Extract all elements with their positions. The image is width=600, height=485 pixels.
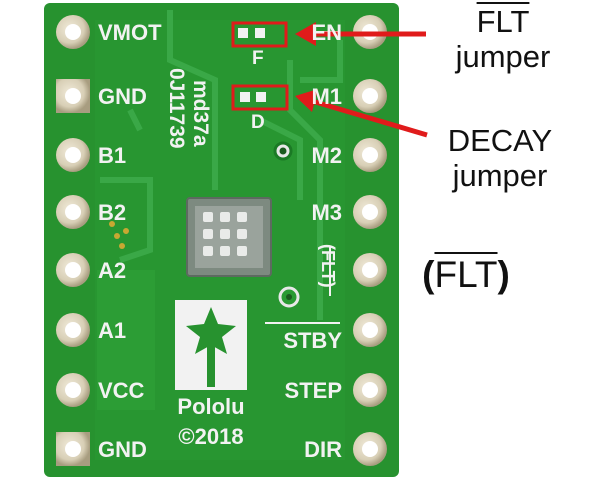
jumper-letter-d: D	[251, 112, 265, 133]
vias	[109, 141, 300, 308]
flt-paren-text: FLT	[434, 254, 498, 295]
flt-arrow	[295, 22, 426, 46]
pin-label-b1: B1	[98, 143, 126, 168]
flt-callout-subtitle: jumper	[455, 39, 551, 74]
silk-model: md37a	[189, 80, 212, 147]
flt-pin-callout: (FLT)	[406, 254, 526, 296]
flt-jumper-pads	[238, 28, 265, 38]
copper-pour	[97, 270, 155, 410]
decay-arrow	[295, 89, 428, 138]
chip-balls	[203, 212, 247, 256]
pin-label-a2: A2	[98, 258, 126, 283]
pololu-stem	[207, 343, 215, 387]
flt-jumper-highlight	[231, 21, 288, 48]
pin-label-m1: M1	[311, 84, 342, 109]
silk-serial: 0J11739	[165, 68, 188, 149]
copyright: ©2018	[178, 424, 243, 449]
pin-label-step: STEP	[285, 378, 342, 403]
left-header	[56, 15, 90, 466]
pin-label-m2: M2	[311, 143, 342, 168]
pin-label-dir: DIR	[304, 437, 342, 462]
pin-label-m3: M3	[311, 200, 342, 225]
pololu-star	[186, 307, 236, 354]
pin-label-vcc: VCC	[98, 378, 145, 403]
pin-label-gnd-bottom: GND	[98, 437, 147, 462]
pin-label-b2: B2	[98, 200, 126, 225]
pin-label-a1: A1	[98, 318, 126, 343]
pin-label-flt-vertical: (FLT)	[318, 244, 338, 288]
pin-label-vmot: VMOT	[98, 20, 162, 45]
pin-label-gnd-top: GND	[98, 84, 147, 109]
flt-paren-close: )	[497, 254, 510, 295]
pin-label-en: EN	[311, 20, 342, 45]
jumper-letter-f: F	[252, 48, 264, 69]
decay-jumper-pads	[240, 92, 266, 102]
brand-name: Pololu	[177, 394, 244, 419]
copper-traces	[100, 10, 343, 320]
flt-callout-title: FLT	[476, 4, 530, 39]
decay-jumper-callout: DECAY jumper	[420, 123, 580, 193]
decay-callout-title: DECAY	[447, 123, 553, 158]
decay-callout-subtitle: jumper	[452, 158, 548, 193]
flt-jumper-callout: FLT jumper	[428, 4, 578, 74]
flt-paren-open: (	[422, 254, 435, 295]
decay-jumper-highlight	[231, 84, 289, 111]
pin-label-stby: STBY	[283, 328, 342, 353]
